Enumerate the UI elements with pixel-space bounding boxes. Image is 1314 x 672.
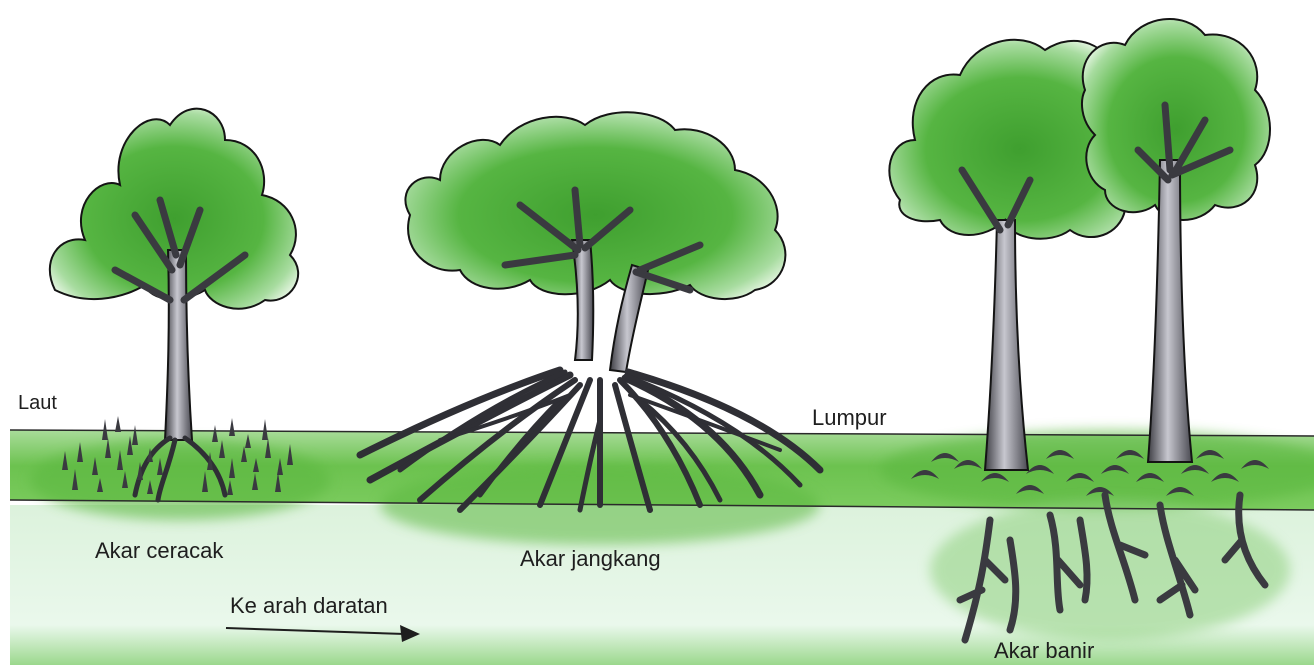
peg-root-spike xyxy=(102,419,108,440)
peg-root-spike xyxy=(262,419,268,440)
label-stilt-roots: Akar jangkang xyxy=(520,546,661,572)
peg-root-spike xyxy=(229,418,235,436)
label-buttress-roots: Akar banir xyxy=(994,638,1094,664)
label-mud: Lumpur xyxy=(812,405,887,431)
label-direction: Ke arah daratan xyxy=(230,593,388,619)
trunk-left xyxy=(985,220,1028,470)
label-peg-roots: Akar ceracak xyxy=(95,538,223,564)
canopy xyxy=(405,112,785,299)
peg-root-spike xyxy=(115,416,121,432)
label-sea: Laut xyxy=(18,392,57,415)
